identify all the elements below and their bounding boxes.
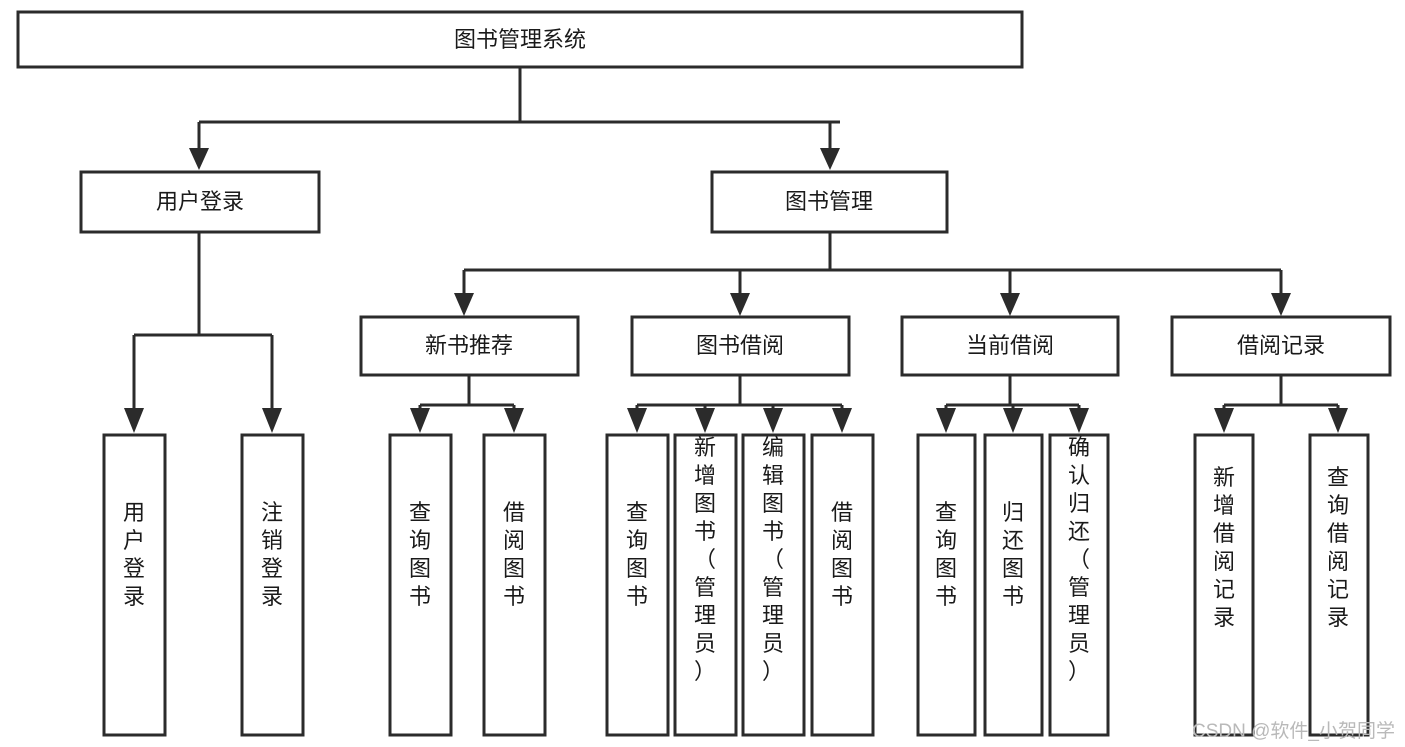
arrow-to-currentborrow: [1000, 293, 1020, 316]
leaf-bb-search-book[interactable]: 查询图书: [605, 433, 670, 737]
leaf-nb-borrow-book-label: 借阅图书: [503, 500, 525, 609]
node-borrow-record[interactable]: 借阅记录: [1170, 315, 1392, 377]
leaf-bb-borrow-book-box[interactable]: [810, 433, 875, 737]
leaf-cb-return-book[interactable]: 归还图书: [983, 433, 1044, 737]
node-current-borrow[interactable]: 当前借阅: [900, 315, 1120, 377]
leaf-cb-confirm-return[interactable]: 确认归还（管理员）: [1048, 433, 1110, 737]
arrow-to-userlogin: [189, 148, 209, 170]
arrow-to-borrowrecord: [1271, 293, 1291, 316]
leaf-nb-borrow-book-box[interactable]: [482, 433, 547, 737]
arrow-leaf-logout: [262, 408, 282, 433]
leaf-cb-return-book-label: 归还图书: [1002, 500, 1024, 609]
arrow-leaf-cb3: [1069, 408, 1089, 433]
leaf-bb-add-book-box[interactable]: [673, 433, 738, 737]
leaf-cb-search-book[interactable]: 查询图书: [916, 433, 977, 737]
leaf-bb-add-book[interactable]: 新增图书（管理员）: [673, 433, 738, 737]
node-new-book-recommend-box[interactable]: [359, 315, 580, 377]
arrow-to-newbook: [454, 293, 474, 316]
leaf-br-add-record-box[interactable]: [1193, 433, 1255, 737]
arrow-leaf-nb2: [504, 408, 524, 433]
leaf-logout[interactable]: 注销登录: [240, 433, 305, 737]
node-borrow-record-box[interactable]: [1170, 315, 1392, 377]
arrow-leaf-user-login: [124, 408, 144, 433]
node-book-borrow-box[interactable]: [630, 315, 851, 377]
leaf-nb-borrow-book[interactable]: 借阅图书: [482, 433, 547, 737]
node-user-login-box[interactable]: [79, 170, 321, 234]
leaf-br-search-record-box[interactable]: [1308, 433, 1370, 737]
arrow-leaf-br1: [1214, 408, 1234, 433]
arrow-leaf-bb2: [695, 408, 715, 433]
arrow-leaf-br2: [1328, 408, 1348, 433]
node-book-management-box[interactable]: [710, 170, 949, 234]
leaf-br-add-record[interactable]: 新增借阅记录: [1193, 433, 1255, 737]
node-root[interactable]: 图书管理系统: [16, 10, 1024, 69]
node-new-book-recommend-label: 新书推荐: [425, 333, 513, 358]
arrow-leaf-bb1: [627, 408, 647, 433]
node-user-login[interactable]: 用户登录: [79, 170, 321, 234]
leaf-logout-box[interactable]: [240, 433, 305, 737]
arrow-leaf-nb1: [410, 408, 430, 433]
arrow-leaf-cb1: [936, 408, 956, 433]
arrow-leaf-bb3: [763, 408, 783, 433]
leaf-br-search-record-label: 查询借阅记录: [1327, 465, 1349, 630]
leaf-bb-edit-book-label: 编辑图书（管理员）: [762, 435, 784, 684]
leaf-bb-search-book-box[interactable]: [605, 433, 670, 737]
leaf-cb-return-book-box[interactable]: [983, 433, 1044, 737]
leaf-br-search-record[interactable]: 查询借阅记录: [1308, 433, 1370, 737]
leaf-bb-borrow-book[interactable]: 借阅图书: [810, 433, 875, 737]
arrow-to-bookmgmt: [820, 148, 840, 170]
node-book-management[interactable]: 图书管理: [710, 170, 949, 234]
leaf-bb-borrow-book-label: 借阅图书: [831, 500, 853, 609]
node-root-label: 图书管理系统: [454, 27, 586, 52]
arrow-to-bookborrow: [730, 293, 750, 316]
leaf-user-login-label: 用户登录: [123, 500, 145, 609]
leaf-cb-confirm-return-box[interactable]: [1048, 433, 1110, 737]
node-current-borrow-label: 当前借阅: [966, 333, 1054, 358]
node-user-login-label: 用户登录: [156, 189, 244, 214]
leaf-nb-search-book-box[interactable]: [388, 433, 453, 737]
leaf-bb-add-book-label: 新增图书（管理员）: [694, 435, 716, 684]
leaf-br-add-record-label: 新增借阅记录: [1213, 465, 1235, 630]
leaf-bb-search-book-label: 查询图书: [626, 500, 648, 609]
leaf-cb-search-book-box[interactable]: [916, 433, 977, 737]
leaf-cb-confirm-return-label: 确认归还（管理员）: [1068, 435, 1090, 684]
connector-layer: [124, 67, 1348, 433]
watermark-label: CSDN @软件_小贺同学: [1192, 720, 1395, 742]
leaf-user-login[interactable]: 用户登录: [102, 433, 167, 737]
node-borrow-record-label: 借阅记录: [1237, 333, 1325, 358]
leaf-user-login-box[interactable]: [102, 433, 167, 737]
node-book-borrow-label: 图书借阅: [696, 333, 784, 358]
leaf-bb-edit-book-box[interactable]: [741, 433, 806, 737]
leaf-nb-search-book-label: 查询图书: [409, 500, 431, 609]
leaf-nb-search-book[interactable]: 查询图书: [388, 433, 453, 737]
arrow-leaf-cb2: [1003, 408, 1023, 433]
leaf-bb-edit-book[interactable]: 编辑图书（管理员）: [741, 433, 806, 737]
leaf-logout-label: 注销登录: [261, 500, 283, 609]
arrow-leaf-bb4: [832, 408, 852, 433]
node-current-borrow-box[interactable]: [900, 315, 1120, 377]
node-new-book-recommend[interactable]: 新书推荐: [359, 315, 580, 377]
node-book-management-label: 图书管理: [785, 189, 873, 214]
node-book-borrow[interactable]: 图书借阅: [630, 315, 851, 377]
leaf-cb-search-book-label: 查询图书: [935, 500, 957, 609]
node-root-box[interactable]: [16, 10, 1024, 69]
